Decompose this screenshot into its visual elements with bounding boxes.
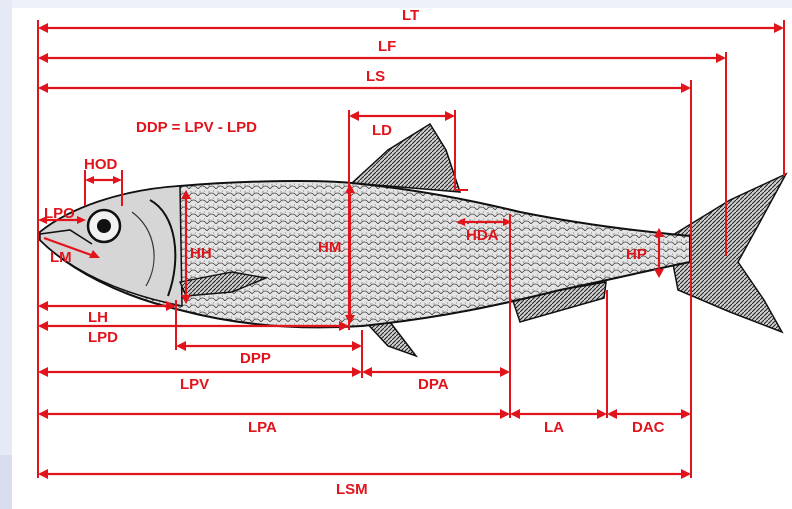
fish-illustration	[40, 124, 786, 356]
lpa-label: LPA	[248, 419, 277, 436]
lm-label: LM	[50, 249, 72, 266]
ld-label: LD	[372, 122, 392, 139]
hm-label: HM	[318, 239, 341, 256]
dpp-label: DPP	[240, 350, 271, 367]
lf-label: LF	[378, 38, 396, 55]
ls-label: LS	[366, 68, 385, 85]
lsm-label: LSM	[336, 481, 368, 498]
dac-label: DAC	[632, 419, 665, 436]
lh-label: LH	[88, 309, 108, 326]
lt-label: LT	[402, 7, 419, 24]
hh-label: HH	[190, 245, 212, 262]
la-label: LA	[544, 419, 564, 436]
hod-label: HOD	[84, 156, 118, 173]
lpo-label: LPO	[44, 205, 75, 222]
hp-label: HP	[626, 246, 647, 263]
dorsal-fin	[352, 124, 460, 192]
lpd-label: LPD	[88, 329, 118, 346]
hda-label: HDA	[466, 227, 499, 244]
formula-label: DDP = LPV - LPD	[136, 119, 257, 136]
fish-pupil	[97, 219, 111, 233]
dpa-label: DPA	[418, 376, 449, 393]
fish-head	[40, 186, 182, 306]
lpv-label: LPV	[180, 376, 209, 393]
